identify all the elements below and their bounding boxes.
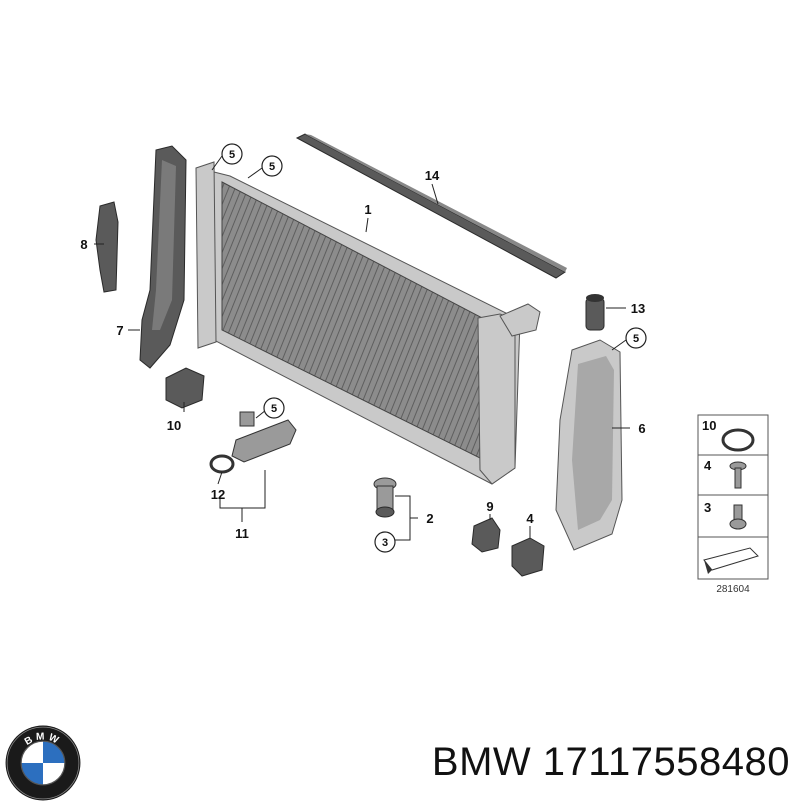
callout-10: 10 — [167, 418, 181, 433]
callout-9: 9 — [486, 499, 493, 514]
svg-text:5: 5 — [633, 333, 639, 345]
mount-part — [511, 537, 545, 577]
legend-label-10: 10 — [702, 418, 716, 433]
brand-part-number-caption: BMW 17117558480 — [431, 740, 790, 784]
reference-code: 281604 — [716, 584, 750, 595]
legend-label-4: 4 — [704, 458, 712, 473]
callout-5c: 5 — [263, 397, 285, 419]
callout-1: 1 — [364, 202, 371, 217]
callout-11: 11 — [235, 526, 249, 541]
callout-8: 8 — [80, 237, 87, 252]
legend-label-3: 3 — [704, 500, 711, 515]
svg-text:3: 3 — [382, 537, 388, 549]
drain-plug-part — [373, 477, 397, 518]
parts-legend: 10 4 3 — [697, 414, 769, 580]
callout-12: 12 — [211, 487, 225, 502]
clip-block-part — [165, 367, 205, 409]
svg-text:BMW: BMW — [23, 731, 63, 748]
callout-5b: 5 — [261, 155, 283, 177]
legend-ring-icon — [721, 428, 755, 452]
callout-5d: 5 — [625, 327, 647, 349]
legend-plug-icon — [729, 504, 747, 530]
cap-part — [585, 294, 605, 331]
callout-13: 13 — [631, 301, 645, 316]
svg-text:5: 5 — [229, 149, 235, 161]
svg-text:5: 5 — [271, 403, 277, 415]
callout-14: 14 — [425, 168, 440, 183]
expansion-tank-part — [555, 339, 623, 551]
callout-3: 3 — [374, 531, 396, 553]
radiator-part — [195, 161, 541, 485]
bmw-logo-icon: BMW — [5, 725, 81, 801]
seal-strip-part — [295, 133, 567, 279]
callout-6: 6 — [638, 421, 645, 436]
legend-arrow-icon — [703, 547, 759, 574]
callout-5a: 5 — [221, 143, 243, 165]
bracket-part — [95, 201, 119, 293]
callout-7: 7 — [116, 323, 123, 338]
callout-4: 4 — [526, 511, 534, 526]
sensor-part — [231, 411, 297, 463]
o-ring-part — [209, 454, 235, 474]
air-duct-part — [139, 145, 187, 369]
svg-text:5: 5 — [269, 161, 275, 173]
legend-screw-icon — [729, 461, 747, 489]
bump-stop-part — [471, 517, 501, 553]
callout-2: 2 — [426, 511, 433, 526]
